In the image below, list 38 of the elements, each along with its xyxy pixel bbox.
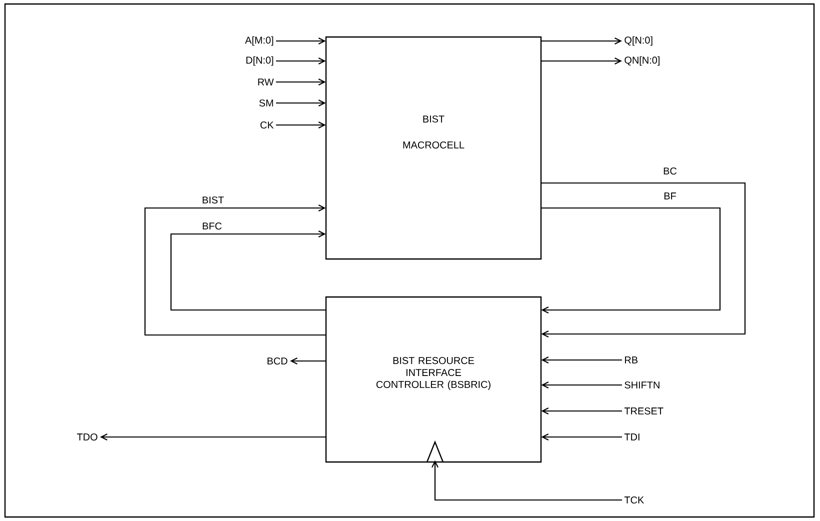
arrow (276, 100, 326, 106)
arrow (432, 460, 622, 501)
edge-label: BIST (200, 195, 226, 205)
macrocell-box: BIST MACROCELL (325, 36, 542, 260)
arrow (541, 38, 622, 44)
signal-label: D[N:0] (246, 56, 274, 66)
arrow (144, 204, 326, 336)
arrow (100, 434, 326, 440)
signal-label: Q[N:0] (624, 36, 652, 46)
arrow (541, 356, 622, 364)
signal-label: BCD (268, 357, 288, 365)
signal-label: A[M:0] (245, 36, 274, 46)
signal-label: QN[N:0] (624, 56, 660, 66)
signal-label: TCK (624, 496, 644, 504)
arrow (541, 434, 622, 440)
arrow (541, 382, 622, 388)
signal-label: TDO (77, 433, 98, 441)
edge-label: BF (662, 192, 678, 200)
signal-label: RB (625, 356, 638, 364)
arrow (541, 408, 622, 414)
signal-label: RW (258, 78, 274, 86)
arrow (541, 207, 721, 314)
edge-label: BFC (201, 221, 223, 231)
arrow (276, 58, 326, 64)
arrow (170, 230, 326, 311)
arrow (290, 358, 326, 364)
arrow (541, 182, 746, 338)
arrow (541, 58, 622, 64)
signal-label: SM (259, 99, 273, 107)
edge-label: BC (662, 166, 678, 176)
arrow (276, 122, 326, 128)
arrow (276, 38, 326, 44)
signal-label: SHIFTN (624, 381, 660, 389)
arrow (276, 78, 326, 86)
controller-box: BIST RESOURCE INTERFACE CONTROLLER (BSBRIC) (325, 296, 542, 463)
signal-label: TRESET (624, 407, 664, 415)
signal-label: TDI (624, 434, 640, 440)
signal-label: CK (260, 121, 274, 129)
